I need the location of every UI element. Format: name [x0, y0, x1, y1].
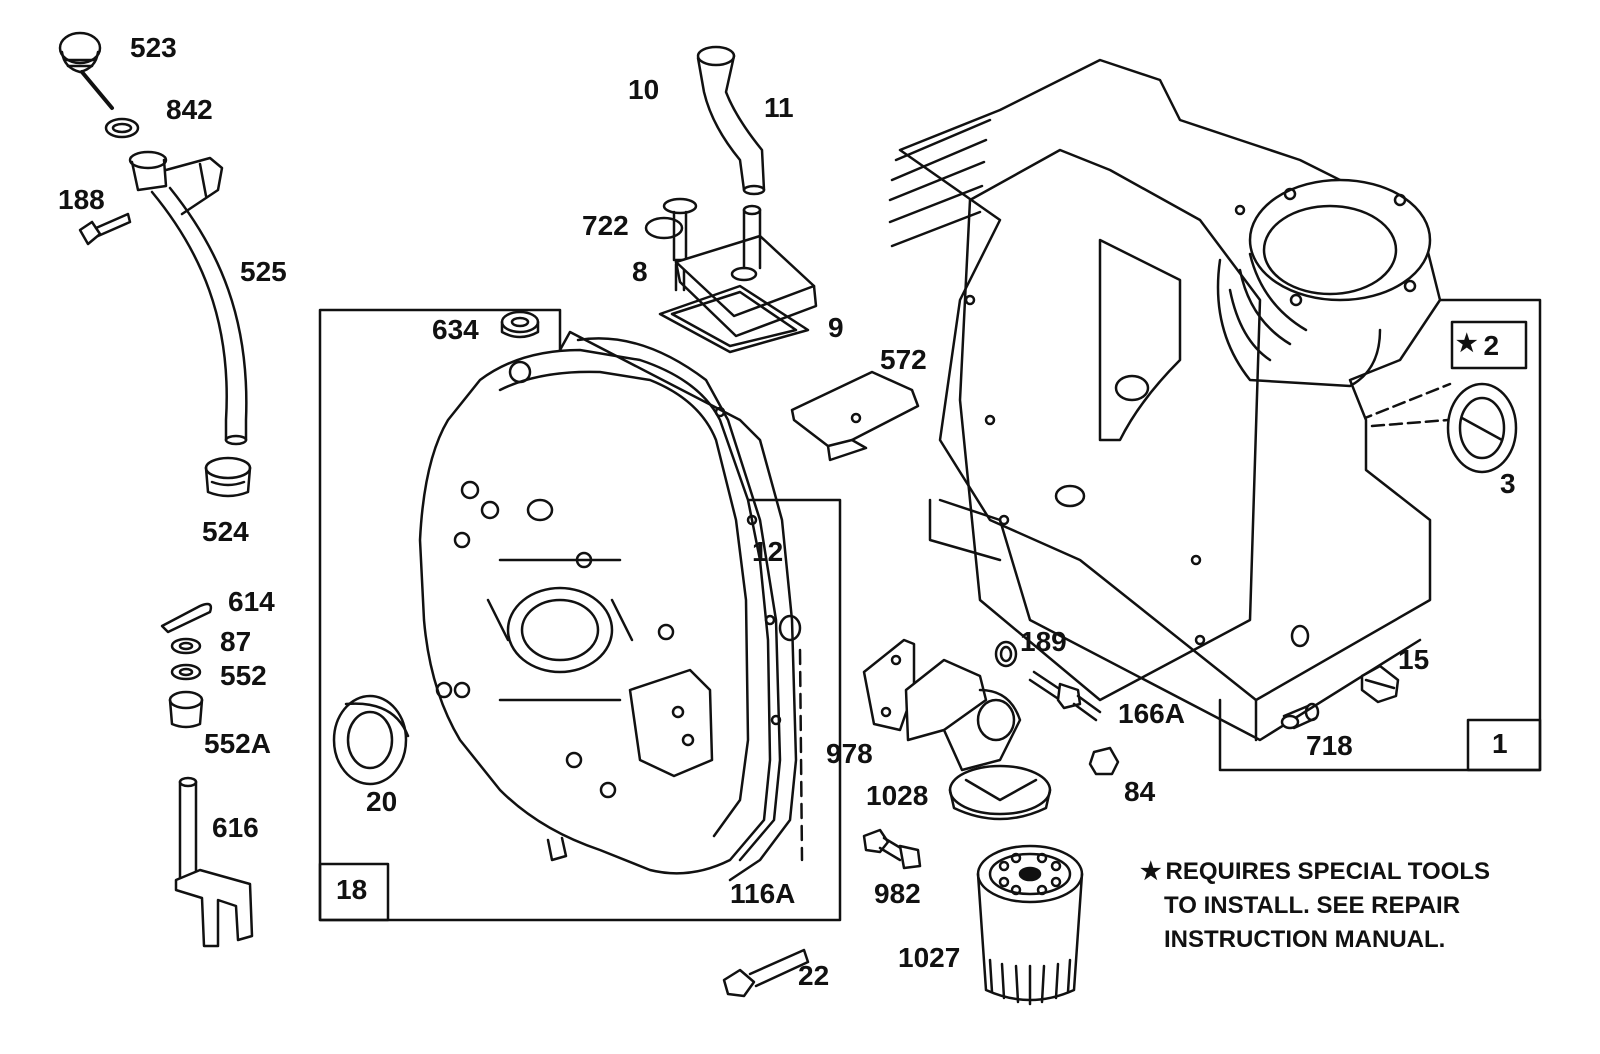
crankcase-cover-drawing — [418, 330, 798, 882]
part-label-15: 15 — [1398, 644, 1430, 675]
special-tools-note: ★REQUIRES SPECIAL TOOLS TO INSTALL. SEE … — [1140, 855, 1490, 957]
part-label-166A: 166A — [1118, 698, 1185, 729]
oil-seal-20-drawing — [332, 694, 410, 786]
bolt-22-drawing — [722, 948, 810, 998]
note-line-3: INSTRUCTION MANUAL. — [1164, 926, 1446, 953]
box-tag-2 — [1450, 320, 1528, 370]
part-label-22: 22 — [798, 960, 830, 991]
stud-166A-drawing — [1028, 670, 1102, 722]
cover-gasket-drawing — [576, 337, 782, 862]
part-label-87: 87 — [220, 626, 252, 657]
part-label-525: 525 — [240, 256, 287, 287]
leader-seal-3 — [1358, 382, 1452, 428]
breather-gasket-drawing — [658, 284, 810, 354]
screw-982-drawing — [862, 828, 922, 870]
grommet-524-drawing — [204, 456, 252, 498]
governor-parts-drawing — [160, 602, 213, 729]
breather-cover-drawing — [674, 204, 818, 338]
part-label-18: 18 — [336, 874, 368, 905]
star-icon: ★ — [1140, 858, 1162, 885]
bracket-572-drawing — [790, 370, 920, 462]
part-label-3: 3 — [1500, 468, 1516, 499]
part-label-1: 1 — [1492, 728, 1508, 759]
part-label-84: 84 — [1124, 776, 1156, 807]
part-label-552: 552 — [220, 660, 267, 691]
part-label-616: 616 — [212, 812, 259, 843]
plug-15-drawing — [1360, 664, 1400, 704]
box-tag-18 — [318, 862, 390, 922]
filter-adapter-drawing — [904, 658, 1052, 821]
part-label-10: 10 — [628, 74, 660, 105]
breather-tube-drawing — [696, 45, 766, 196]
gasket-722-drawing — [644, 216, 684, 240]
part-label-842: 842 — [166, 94, 213, 125]
screw-188-drawing — [78, 212, 132, 246]
part-label-524: 524 — [202, 516, 249, 547]
part-label-552A: 552A — [204, 728, 271, 759]
part-label-718: 718 — [1306, 730, 1353, 761]
dipstick-seal-drawing — [104, 117, 140, 139]
part-label-2: ★2 — [1456, 330, 1500, 361]
note-line-1: REQUIRES SPECIAL TOOLS — [1165, 858, 1491, 885]
part-label-11: 11 — [764, 92, 794, 123]
special-tool-star-icon: ★ — [1456, 330, 1478, 357]
part-label-116A: 116A — [730, 878, 796, 909]
part-label-572: 572 — [880, 344, 927, 375]
dipstick-tube-drawing — [128, 150, 248, 446]
oring-116A-drawing — [778, 614, 804, 862]
part-label-20: 20 — [366, 786, 398, 817]
part-label-1027: 1027 — [898, 942, 961, 973]
governor-shaft-drawing — [174, 776, 254, 948]
oil-filter-1027-drawing — [976, 844, 1084, 1006]
box-tag-1 — [1466, 718, 1542, 772]
part-label-9: 9 — [828, 312, 844, 343]
part-label-188: 188 — [58, 184, 105, 215]
part-label-614: 614 — [228, 586, 275, 617]
part-label-634: 634 — [432, 314, 479, 345]
box-outline-18 — [318, 308, 842, 922]
note-line-2: TO INSTALL. SEE REPAIR — [1164, 892, 1461, 919]
part-label-189: 189 — [1020, 626, 1067, 657]
part-label-523: 523 — [130, 32, 177, 63]
part-label-8: 8 — [632, 256, 648, 287]
part-label-978: 978 — [826, 738, 873, 769]
part-label-1028: 1028 — [866, 780, 929, 811]
oil-seal-3-drawing — [1446, 382, 1518, 474]
washer-634-drawing — [500, 310, 540, 339]
washer-189-drawing — [994, 640, 1018, 668]
part-label-722: 722 — [582, 210, 629, 241]
plug-84-drawing — [1088, 746, 1120, 776]
part-label-982: 982 — [874, 878, 921, 909]
oil-fill-cap-drawing — [58, 31, 114, 110]
part-label-12: 12 — [752, 536, 784, 567]
engine-block-drawing — [888, 58, 1442, 742]
dowel-718-drawing — [1280, 702, 1320, 730]
